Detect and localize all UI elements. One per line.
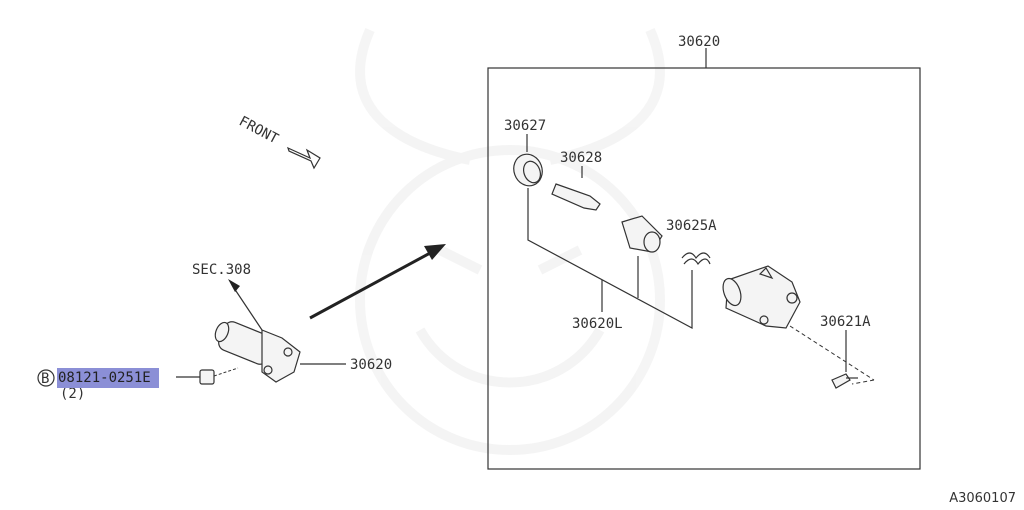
bolt-part-number[interactable]: 08121-0251E	[58, 370, 151, 386]
sec-arrow	[228, 279, 263, 331]
sec-label: SEC.308	[192, 262, 251, 278]
slave-cylinder-assembly	[214, 321, 301, 383]
bolt-symbol-icon	[37, 369, 55, 387]
label-30620l: 30620L	[572, 316, 623, 332]
box-title-label: 30620	[678, 34, 720, 50]
kit-bracket-lines	[527, 188, 693, 330]
piston-cup-part	[513, 153, 543, 187]
watermark-emblem	[355, 27, 665, 455]
push-rod-part	[551, 183, 601, 211]
label-30627: 30627	[504, 118, 546, 134]
front-label: FRONT	[236, 113, 281, 147]
bleeder-screw-part	[831, 373, 858, 389]
piston-part	[621, 215, 663, 253]
diagram-reference-code: A3060107	[949, 491, 1016, 506]
cylinder-body-part	[722, 265, 801, 329]
bolt-icon	[176, 367, 239, 385]
exploded-view-box	[487, 67, 921, 470]
assy-left-label: 30620	[350, 357, 392, 373]
label-30625a: 30625A	[666, 218, 717, 234]
part-number-highlight[interactable]	[57, 368, 159, 388]
assembly-dashed-line	[789, 325, 875, 381]
front-arrow-icon	[286, 146, 321, 170]
label-30628: 30628	[560, 150, 602, 166]
label-30621a: 30621A	[820, 314, 871, 330]
spring-part	[681, 252, 711, 266]
bolt-prefix: B	[41, 371, 49, 387]
bolt-qty: (2)	[60, 386, 85, 402]
pointer-arrow	[309, 244, 446, 320]
